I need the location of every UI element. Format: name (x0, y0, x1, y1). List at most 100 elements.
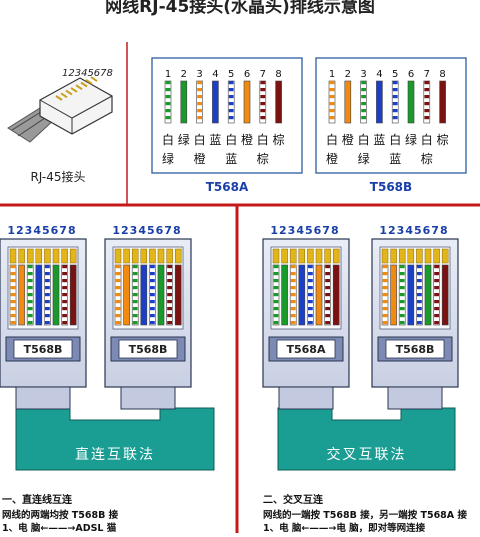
plug-contact (289, 248, 297, 264)
plug-wire (18, 264, 25, 326)
wire-strip (344, 80, 352, 124)
wire-strip (259, 80, 267, 124)
plug-standard-label: T568B (396, 343, 435, 356)
wire-label-top: 白 (358, 132, 370, 147)
jack-body (39, 77, 113, 135)
method-label: 交叉互联法 (327, 446, 407, 463)
plug-wire (69, 264, 77, 326)
plug-contact (433, 248, 440, 264)
plug-contact (390, 248, 397, 264)
plug-contact (114, 248, 122, 264)
standard-name: T568A (206, 180, 249, 194)
plug-wire (424, 264, 432, 326)
plug-contact (52, 248, 60, 264)
wire-strip (407, 80, 415, 124)
plug-contact (272, 248, 280, 264)
plug-wire (407, 264, 415, 326)
method-note-line: 网线的两端均按 T568B 接 (2, 509, 119, 521)
plug-contact (424, 248, 432, 264)
standard-t568a: 1白2绿3白4蓝5白6橙7白8棕绿橙蓝棕T568A (151, 57, 303, 194)
method-note-line: 1、电 脑←——→电 脑，即对等网连接 (263, 522, 426, 533)
method-note-line: 网线的一端按 T568B 接，另一端按 T568A 接 (263, 509, 467, 521)
plug-boot (120, 386, 176, 410)
wire-label-top: 绿 (405, 132, 417, 147)
plug-wire (307, 264, 314, 326)
standard-t568b: 1白2橙3白4蓝5白6绿7白8棕橙绿蓝棕T568B (315, 57, 467, 194)
plug-pin-numbers: 12345678 (7, 224, 76, 237)
wire-label-bottom: 棕 (257, 151, 269, 166)
pin-number: 5 (392, 69, 398, 80)
jack-pin-label: 12345678 (62, 68, 113, 79)
pin-number: 6 (244, 69, 250, 80)
plug-contact (307, 248, 314, 264)
wire-label-top: 橙 (241, 132, 253, 147)
plug-wire (35, 264, 43, 326)
plug-wire (61, 264, 68, 326)
plug-contact (281, 248, 288, 264)
wire-label-top: 蓝 (373, 133, 385, 147)
plug-label-plate (118, 339, 178, 359)
pin-number: 3 (196, 69, 202, 80)
wire-label-bottom: 橙 (194, 151, 206, 166)
method-note-title: 二、交叉互连 (263, 493, 324, 506)
wire-strip (275, 80, 282, 124)
wire-label-bottom: 绿 (162, 151, 174, 166)
wire-strip (439, 80, 446, 124)
plug-wire (123, 264, 130, 326)
plug-wire (26, 264, 34, 326)
jack-pin (65, 89, 73, 96)
method-note-line: 1、电 脑←——→ADSL 猫 (2, 522, 117, 533)
plug-contact (298, 248, 306, 264)
plug-contact (157, 248, 165, 264)
plug-standard-label: T568A (287, 343, 326, 356)
method-label: 直连互联法 (75, 446, 155, 463)
plug-label-plate (276, 339, 336, 359)
plug-contact (9, 248, 17, 264)
wire-label-top: 蓝 (209, 133, 221, 147)
wire-strip (360, 80, 367, 124)
plug-wire (281, 264, 288, 326)
wire-strip (180, 80, 188, 124)
wire-label-top: 白 (389, 132, 401, 147)
plug-contact (123, 248, 130, 264)
jack-pin (80, 81, 88, 88)
plug-wire (381, 264, 389, 326)
plug-wire (298, 264, 306, 326)
plug-contact (398, 248, 406, 264)
plug-wire (174, 264, 182, 326)
plug-wire (166, 264, 173, 326)
wire-strip (227, 80, 235, 124)
wire-strip (164, 80, 172, 124)
page-title: 网线RJ-45接头(水晶头)排线示意图 (105, 0, 375, 17)
plug-wire (131, 264, 139, 326)
wire-label-top: 白 (421, 132, 433, 147)
wire-strip (391, 80, 399, 124)
plug-contact (44, 248, 51, 264)
plug-contact (26, 248, 34, 264)
pin-number: 8 (439, 69, 445, 80)
pin-number: 1 (329, 69, 335, 80)
plug-wire (140, 264, 148, 326)
plug-boot (387, 386, 443, 410)
plug-boot (15, 386, 71, 410)
jack-pin (85, 78, 93, 85)
wire-strip (376, 80, 383, 124)
wire-label-top: 白 (225, 132, 237, 147)
jack-pin (75, 84, 83, 91)
plug-contact (416, 248, 423, 264)
pin-number: 7 (260, 69, 266, 80)
pin-number: 3 (360, 69, 366, 80)
pin-number: 2 (345, 69, 351, 80)
wire-label-bottom: 绿 (358, 151, 370, 166)
pin-number: 2 (181, 69, 187, 80)
plug-contact (69, 248, 77, 264)
plug-boot (278, 386, 334, 410)
jack-pins (55, 76, 98, 101)
plug-contact (18, 248, 25, 264)
plug-wire (390, 264, 397, 326)
plug-contact (441, 248, 449, 264)
plug-contact (174, 248, 182, 264)
plug-contact (131, 248, 139, 264)
